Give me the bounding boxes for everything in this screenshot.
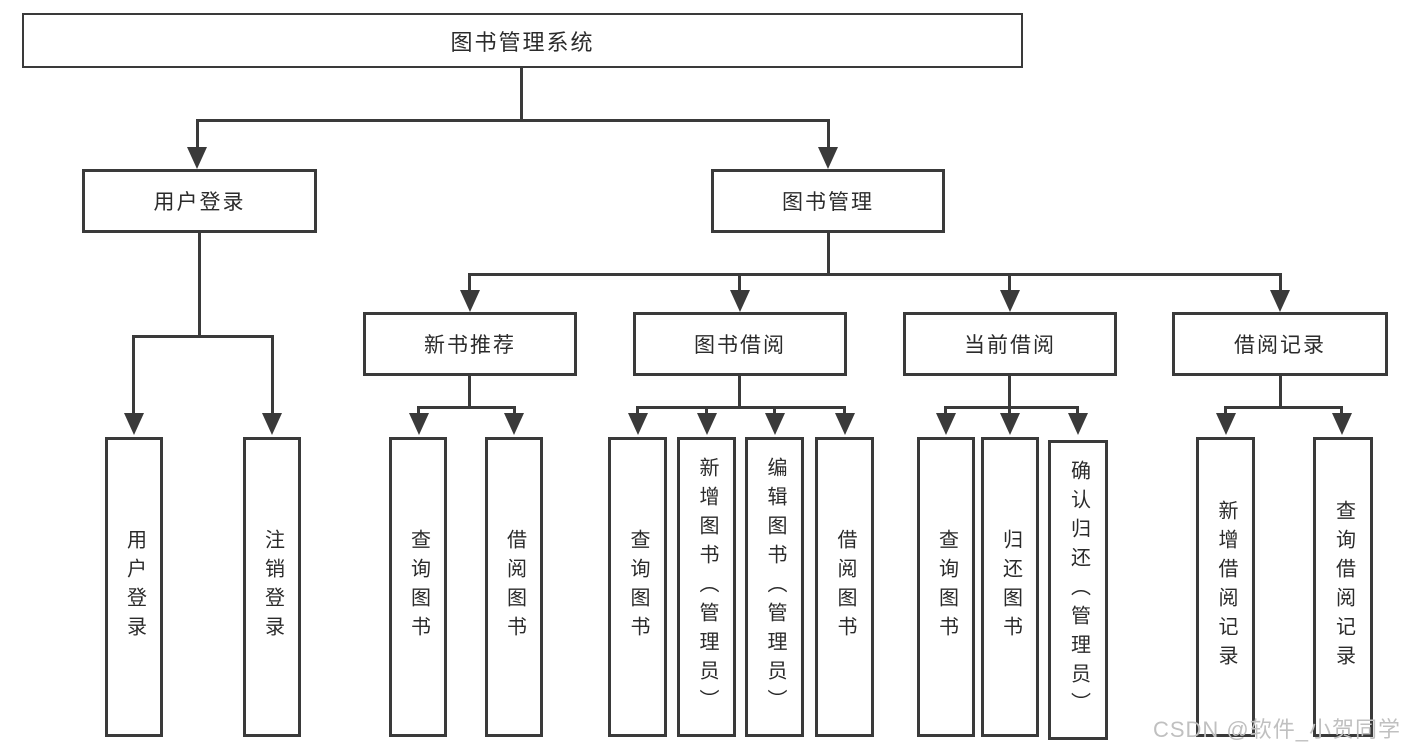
connector-line	[1279, 273, 1282, 292]
connector-line	[636, 406, 639, 416]
leaf-borrow-query: 查询图书	[608, 437, 667, 737]
connector-line	[132, 335, 274, 338]
leaf-borrow-borrow: 借阅图书	[815, 437, 874, 737]
arrow-down-icon	[124, 413, 144, 435]
leaf-borrow-add-admin: 新增图书（管理员）	[677, 437, 736, 737]
leaf-current-return: 归还图书	[981, 437, 1039, 737]
connector-line	[1279, 374, 1282, 409]
leaf-borrow-edit-admin: 编辑图书（管理员）	[745, 437, 804, 737]
connector-line	[738, 374, 741, 409]
connector-line	[417, 406, 516, 409]
connector-line	[1008, 406, 1011, 416]
connector-line	[468, 374, 471, 409]
connector-line	[1008, 374, 1011, 409]
arrow-down-icon	[409, 413, 429, 435]
connector-line	[132, 335, 135, 415]
csdn-watermark: CSDN @软件_小贺同学	[1152, 717, 1401, 742]
connector-line	[513, 406, 516, 416]
arrow-down-icon	[1216, 413, 1236, 435]
connector-line	[196, 119, 199, 151]
node-borrow-records: 借阅记录	[1172, 312, 1388, 376]
connector-line	[198, 231, 201, 337]
node-new-book-recommend: 新书推荐	[363, 312, 577, 376]
arrow-down-icon	[1332, 413, 1352, 435]
connector-line	[1008, 273, 1011, 292]
leaf-logout: 注销登录	[243, 437, 301, 737]
connector-line	[944, 406, 947, 416]
arrow-down-icon	[697, 413, 717, 435]
arrow-down-icon	[187, 147, 207, 169]
connector-line	[271, 335, 274, 415]
leaf-current-confirm-admin: 确认归还（管理员）	[1048, 440, 1108, 740]
connector-line	[520, 66, 523, 120]
node-current-borrow: 当前借阅	[903, 312, 1117, 376]
node-root: 图书管理系统	[22, 13, 1023, 68]
arrow-down-icon	[460, 290, 480, 312]
connector-line	[944, 406, 1079, 409]
leaf-newbook-borrow: 借阅图书	[485, 437, 543, 737]
node-user-login: 用户登录	[82, 169, 317, 233]
connector-line	[417, 406, 420, 416]
connector-line	[738, 273, 741, 292]
arrow-down-icon	[818, 147, 838, 169]
arrow-down-icon	[1068, 413, 1088, 435]
arrow-down-icon	[765, 413, 785, 435]
arrow-down-icon	[628, 413, 648, 435]
connector-line	[1224, 406, 1343, 409]
connector-line	[196, 119, 830, 122]
leaf-user-login: 用户登录	[105, 437, 163, 737]
arrow-down-icon	[936, 413, 956, 435]
node-book-management: 图书管理	[711, 169, 945, 233]
connector-line	[468, 273, 1282, 276]
arrow-down-icon	[730, 290, 750, 312]
connector-line	[636, 406, 846, 409]
arrow-down-icon	[1000, 413, 1020, 435]
connector-line	[1224, 406, 1227, 416]
connector-line	[773, 406, 776, 416]
node-book-borrow: 图书借阅	[633, 312, 847, 376]
leaf-current-query: 查询图书	[917, 437, 975, 737]
connector-line	[1076, 406, 1079, 416]
connector-line	[827, 231, 830, 275]
arrow-down-icon	[262, 413, 282, 435]
leaf-records-add: 新增借阅记录	[1196, 437, 1255, 737]
connector-line	[1340, 406, 1343, 416]
connector-line	[843, 406, 846, 416]
connector-line	[705, 406, 708, 416]
leaf-records-query: 查询借阅记录	[1313, 437, 1373, 737]
arrow-down-icon	[835, 413, 855, 435]
leaf-newbook-query: 查询图书	[389, 437, 447, 737]
arrow-down-icon	[1000, 290, 1020, 312]
arrow-down-icon	[504, 413, 524, 435]
connector-line	[827, 119, 830, 151]
arrow-down-icon	[1270, 290, 1290, 312]
connector-line	[468, 273, 471, 292]
